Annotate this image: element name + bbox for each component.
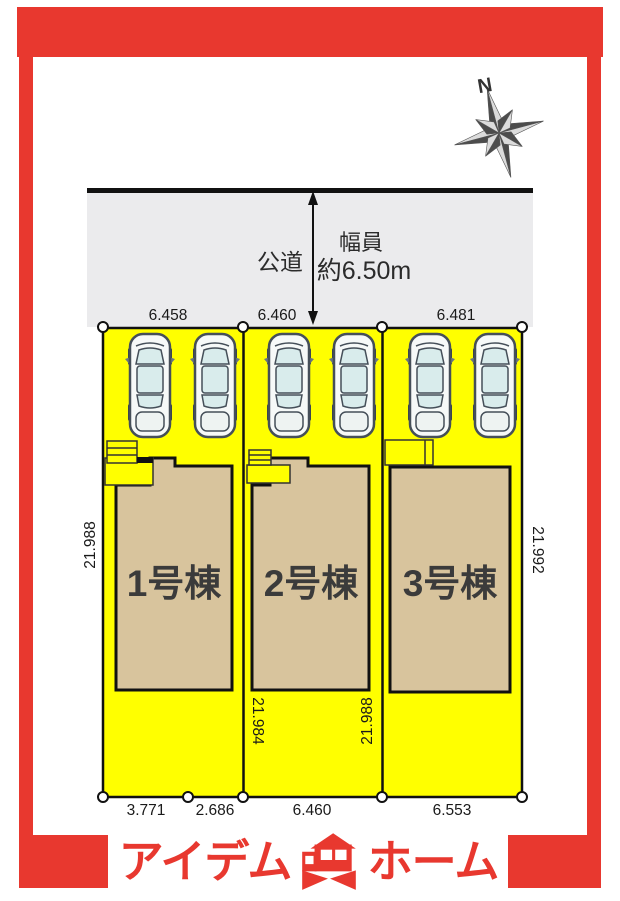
car-icon [123,332,177,439]
brand-text-left: アイデム [118,836,293,887]
house-logo-icon [302,833,356,890]
entrance-steps-lot3 [384,439,434,466]
boundary-markers [97,321,528,803]
building-1-label: 1号棟 [127,563,223,604]
dim-right-side: 21.992 [529,526,546,573]
dim-middle-right: 21.988 [359,697,376,744]
dim-top-1: 6.458 [149,307,188,324]
road-name-label: 公道 [257,249,303,275]
entrance-steps-lot1 [104,440,154,486]
brand-text-right: ホーム [367,836,500,887]
car-icon [468,332,522,439]
dim-bottom-3: 6.460 [293,802,332,819]
dim-middle-left: 21.984 [249,697,266,745]
building-2-label: 2号棟 [264,563,360,604]
road-width-caption: 幅員 [339,230,383,255]
logo-right-square [508,835,601,888]
compass-rose-icon [454,88,544,178]
road-width-arrow [308,191,318,325]
dim-top-3: 6.481 [437,307,476,324]
dim-top-2: 6.460 [258,307,297,324]
dim-bottom-1: 3.771 [127,802,166,819]
porch-lot1 [137,457,153,463]
building-2 [250,456,371,692]
dim-bottom-2: 2.686 [196,802,235,819]
road-width-value: 約6.50m [317,257,411,285]
dim-left-side: 21.988 [82,521,99,568]
car-icon [403,332,457,439]
logo-left-square [19,835,108,888]
building-3-label: 3号棟 [403,563,499,604]
road-area [87,188,533,327]
dim-bottom-4: 6.553 [433,802,472,819]
car-icon [327,332,381,439]
red-frame [17,7,603,888]
entrance-steps-lot2 [246,449,291,484]
north-label: N [476,74,494,98]
building-3 [388,465,512,694]
car-icon [188,332,242,439]
car-icon [262,332,316,439]
road-top-edge [87,188,533,193]
